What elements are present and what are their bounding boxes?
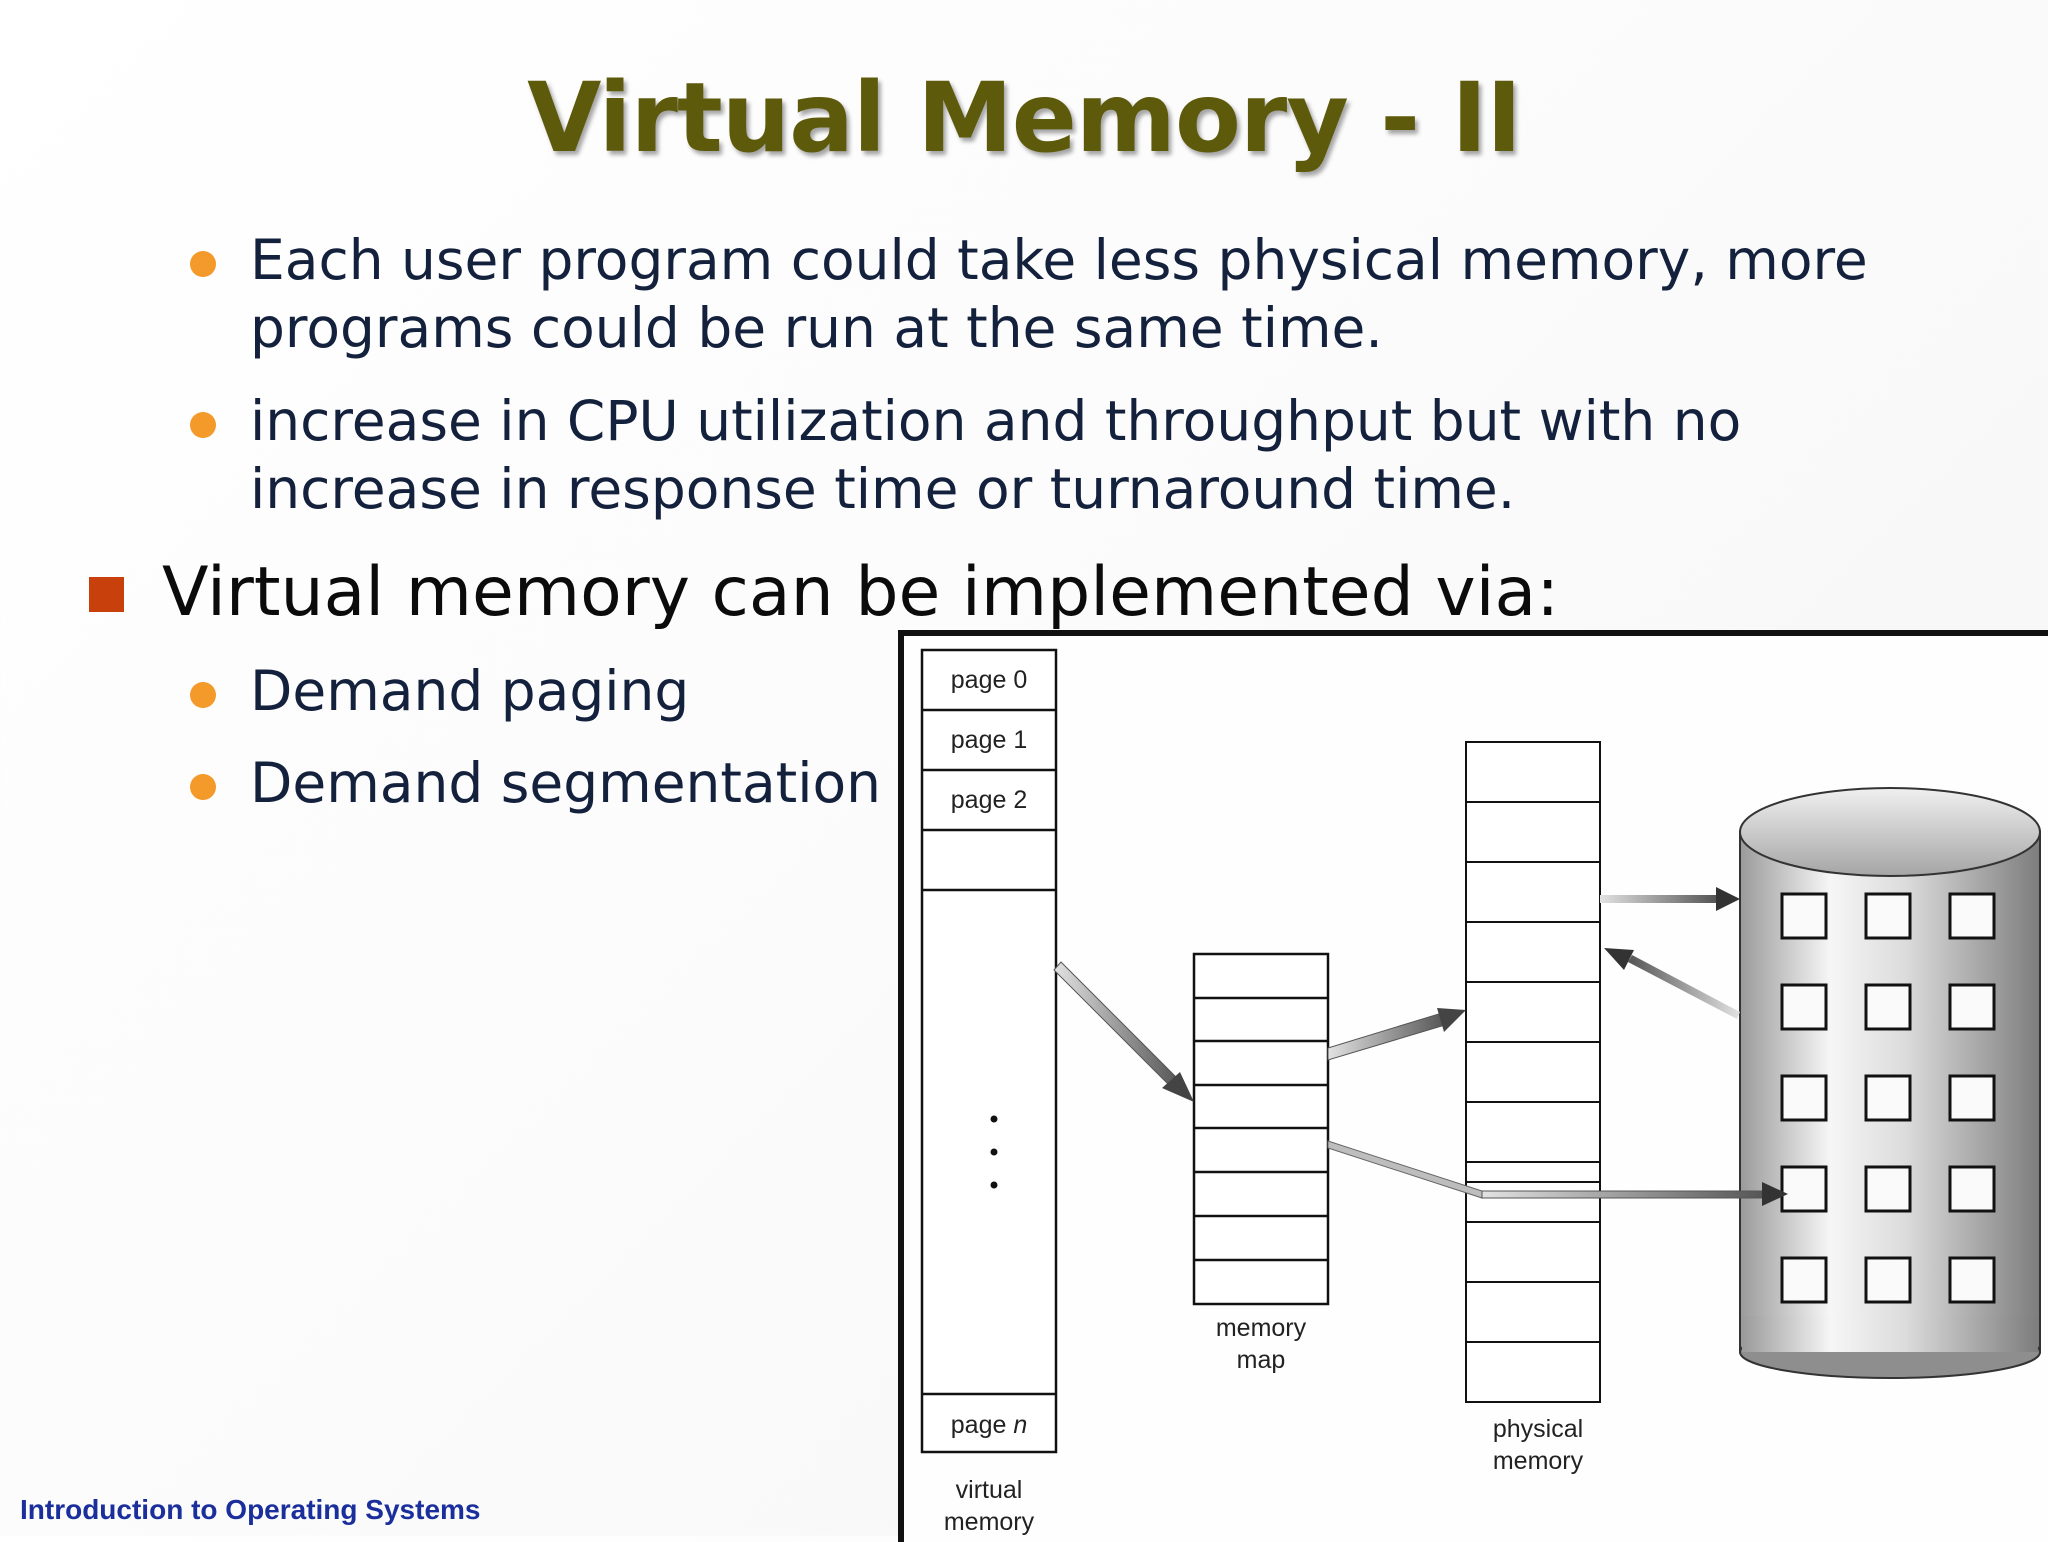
arrow-map-to-disk: [1327, 1140, 1788, 1206]
page-2-label: page 2: [951, 786, 1027, 814]
page-1-label: page 1: [951, 726, 1027, 754]
square-bullet-icon: [89, 577, 124, 612]
diagram-svg: page 0 page 1 page 2 page n virtual memo…: [920, 648, 2041, 1536]
arrow-map-to-physical: [1327, 1008, 1466, 1061]
bullet-dot-icon: [190, 774, 216, 800]
memory-map-label-1: memory: [1216, 1314, 1307, 1342]
ellipsis-dots: [990, 1115, 998, 1189]
bullet-1-line-2: programs could be run at the same time.: [250, 296, 1383, 360]
memory-map-column: [1192, 952, 1330, 1306]
virtual-memory-column: [920, 648, 1058, 1454]
page-0-label: page 0: [951, 666, 1027, 694]
virtual-memory-diagram: page 0 page 1 page 2 page n virtual memo…: [898, 630, 2048, 1542]
physical-memory-label-1: physical: [1493, 1415, 1583, 1443]
bullet-dot-icon: [190, 682, 216, 708]
footer-course-title: Introduction to Operating Systems: [20, 1494, 481, 1525]
sub-bullet-text: Demand paging: [250, 659, 690, 723]
disk-storage-icon: [1739, 787, 2041, 1379]
arrow-virtual-to-map: [1053, 961, 1194, 1102]
arrow-disk-to-physical: [1604, 948, 1740, 1019]
main-bullet-text: Virtual memory can be implemented via:: [162, 553, 1560, 632]
page-n-label: page n: [951, 1411, 1027, 1439]
arrow-physical-to-disk: [1600, 887, 1740, 911]
memory-map-label-2: map: [1237, 1346, 1286, 1374]
sub-bullet-text: Demand segmentation: [250, 751, 882, 815]
slide-title: Virtual Memory - II: [527, 62, 1522, 174]
physical-memory-label-2: memory: [1493, 1447, 1584, 1475]
bullet-dot-icon: [190, 251, 216, 277]
bullet-2-line-1: increase in CPU utilization and throughp…: [250, 389, 1742, 453]
virtual-memory-label-2: memory: [944, 1508, 1035, 1536]
bullet-1-line-1: Each user program could take less physic…: [250, 228, 1868, 292]
bullet-2-line-2: increase in response time or turnaround …: [250, 457, 1516, 521]
virtual-memory-label-1: virtual: [956, 1476, 1023, 1504]
physical-memory-column: [1465, 741, 1601, 1403]
bullet-dot-icon: [190, 412, 216, 438]
